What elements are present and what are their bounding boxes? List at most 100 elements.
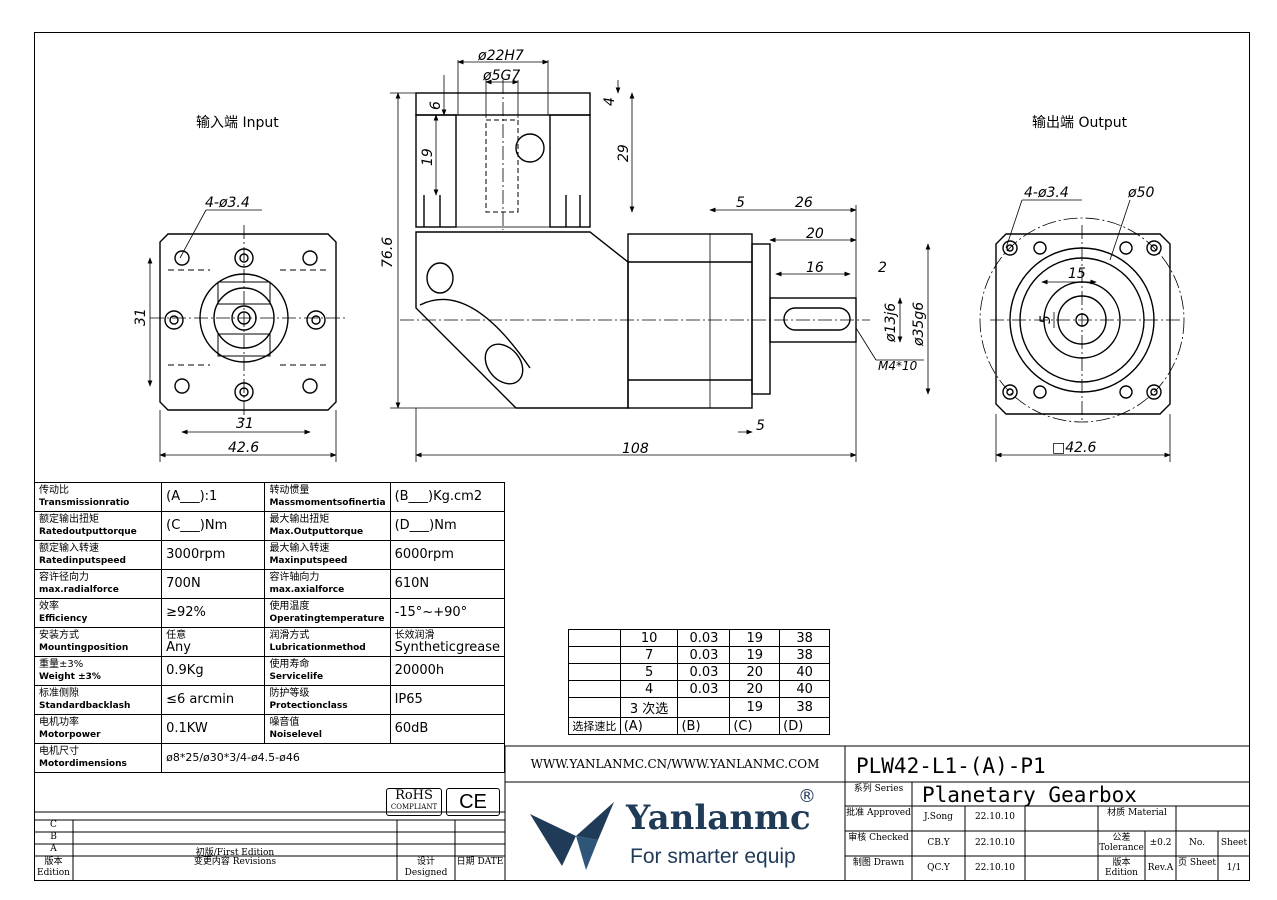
spec-value-cell: 0.1KW (161, 714, 266, 744)
top-offset-dim: 4 (602, 97, 618, 106)
spec-label-cn: 效率 (39, 601, 59, 612)
designed-header: 设计 Designed (404, 857, 448, 878)
output-view-label: 输出端 Output (1032, 115, 1128, 131)
key-length-dim: 16 (806, 260, 824, 276)
approved-by: J.Song (924, 812, 953, 822)
input-holes-dim: 4-ø3.4 (205, 195, 250, 211)
ratio-cell (568, 629, 621, 647)
spec-label-cn: 安装方式 (39, 630, 79, 641)
drawn-label: 制图 Drawn (852, 858, 905, 868)
spec-label-en: Protectionclass (269, 701, 348, 711)
ratio-cell: (D) (779, 717, 830, 735)
series-value: Planetary Gearbox (922, 783, 1137, 807)
spec-label-cn: 最大输出扭矩 (269, 514, 330, 525)
spec-label-cn: 转动惯量 (269, 485, 310, 496)
spec-label-cn: 使用温度 (269, 601, 310, 612)
spec-label-cn: 额定输入转速 (39, 543, 99, 554)
output-pcd-dim: ø50 (1127, 185, 1154, 201)
output-holes-dim: 4-ø3.4 (1024, 185, 1069, 201)
spec-label-cell: 安装方式 Mountingposition (33, 627, 163, 657)
spec-label-en: Mountingposition (39, 643, 129, 653)
spec-value-cell: 3000rpm (161, 540, 266, 570)
spec-label-cell: 重量±3%Weight ±3% (33, 656, 163, 686)
output-key-width-dim: 15 (1068, 266, 1086, 282)
spec-label-cn: 额定输出扭矩 (39, 514, 99, 525)
ratio-cell: 3 次选 (619, 697, 679, 718)
input-pcd-horizontal-dim: 31 (236, 416, 254, 432)
brand-name: Yanlanmc (626, 798, 811, 838)
spec-label-en: Maxinputspeed (269, 556, 348, 566)
spec-value: (A___):1 (166, 489, 218, 504)
spec-value-cell: (C___)Nm (161, 511, 266, 541)
ratio-cell: 0.03 (677, 680, 731, 698)
spec-label-cn: 容许径向力 (39, 572, 89, 583)
ratio-cell: 20 (729, 680, 781, 698)
spec-label-cell: 额定输出扭矩 Ratedoutputtorque (33, 511, 163, 541)
spec-value-cell: 0.9Kg (161, 656, 266, 686)
bore-outer-dim: ø22H7 (477, 48, 524, 64)
checked-label: 审核 Checked (848, 833, 909, 843)
spec-value-cell: (D___)Nm (389, 511, 506, 541)
edition-value: Rev.A (1147, 863, 1174, 873)
output-square-dim: □42.6 (1052, 440, 1096, 456)
gearbox-side-view (400, 80, 870, 409)
input-dimensions (147, 209, 337, 462)
revision-row-b: B (50, 832, 57, 842)
ratio-cell: 7 (619, 646, 679, 664)
ratio-cell (568, 663, 621, 681)
series-label: 系列 Series (853, 784, 904, 794)
spec-label-en: Ratedoutputtorque (39, 527, 137, 537)
ratio-cell: (C) (729, 717, 781, 735)
ratio-cell: 19 (729, 697, 781, 718)
spec-value-cell: ≤6 arcmin (161, 685, 266, 715)
ratio-cell: 19 (729, 646, 781, 664)
spec-value-cn: 长效润滑 (394, 630, 435, 641)
total-height-dim: 76.6 (380, 237, 396, 268)
input-flange-view (150, 225, 345, 420)
spec-value-cell: (A___):1 (161, 482, 266, 512)
bore-depth-dim: 19 (420, 148, 436, 166)
output-flange-view (979, 217, 1185, 423)
ratio-cell (568, 697, 621, 718)
ratio-cell: 40 (779, 680, 830, 698)
spec-label-en: Operatingtemperature (269, 614, 385, 624)
spec-label-cn: 标准侧隙 (39, 688, 79, 699)
ratio-cell: 选择速比 (568, 717, 621, 735)
spec-label-en: Standardbacklash (39, 701, 131, 711)
drawing-sheet (34, 32, 1250, 881)
thread-dim: M4*10 (878, 359, 918, 373)
spec-value: Syntheticgrease (394, 640, 500, 655)
flange-thickness-dim: 5 (756, 418, 765, 434)
rohs-badge: RoHS COMPLIANT (386, 788, 442, 816)
drawn-by: QC.Y (927, 863, 950, 873)
ratio-cell: 19 (729, 629, 781, 647)
approved-label: 批准 Approved (846, 808, 911, 818)
ratio-cell (677, 697, 731, 718)
tolerance-value: ±0.2 (1149, 838, 1172, 848)
spec-label-cn: 容许轴向力 (269, 572, 320, 583)
spec-label-en: Transmissionratio (39, 498, 130, 508)
website-text: WWW.YANLANMC.CN/WWW.YANLANMC.COM (530, 757, 820, 771)
spec-value: 6000rpm (394, 547, 454, 562)
spec-label-cn: 润滑方式 (269, 630, 310, 641)
spec-value-cell: 610N (389, 569, 506, 599)
